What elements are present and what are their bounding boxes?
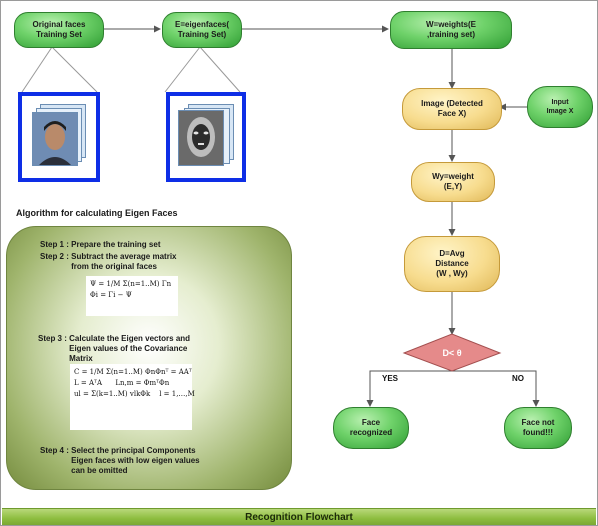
projection-line-left-2	[51, 46, 98, 93]
node-weights-text: W=weights(E ,training set)	[425, 20, 476, 39]
node-original-faces-text: Original faces Training Set	[32, 20, 86, 39]
node-eigenfaces-text: E=eigenfaces( Training Set)	[174, 20, 230, 39]
node-face-not-found-text: Face not found!!!	[521, 418, 555, 437]
projection-line-right-1	[164, 46, 201, 93]
decision-text: D< θ	[442, 348, 462, 358]
node-image-detected: Image (Detected Face X)	[402, 88, 502, 130]
arrow-decision-yes	[366, 370, 452, 407]
algorithm-step-4: Step 4 : Select the principal Components…	[40, 446, 200, 475]
face-photo	[32, 112, 78, 166]
node-distance: D=Avg Distance (W , Wy)	[404, 236, 500, 292]
edge-label-no: NO	[512, 374, 524, 383]
arrow-decision-no	[452, 370, 540, 407]
node-input-image-text: Input Image X	[546, 99, 574, 115]
eigenface-photo-stack	[166, 92, 246, 182]
node-distance-text: D=Avg Distance (W , Wy)	[435, 249, 469, 278]
eigenface-image	[178, 110, 224, 166]
node-face-recognized: Face recognized	[333, 407, 409, 449]
algorithm-step-2: Step 2 : Subtract the average matrix fro…	[40, 252, 177, 271]
node-weights: W=weights(E ,training set)	[390, 11, 512, 49]
node-original-faces: Original faces Training Set	[14, 12, 104, 48]
face-icon	[33, 113, 77, 165]
decision-label: D< θ	[426, 344, 478, 362]
figure-caption-banner: Recognition Flowchart	[2, 508, 596, 525]
algorithm-title: Algorithm for calculating Eigen Faces	[16, 208, 178, 218]
training-face-photo-stack	[18, 92, 100, 182]
decision-diamond	[402, 333, 502, 372]
eigenface-icon	[179, 111, 223, 165]
node-face-not-found: Face not found!!!	[504, 407, 572, 449]
projection-line-right-2	[199, 46, 241, 93]
node-face-recognized-text: Face recognized	[349, 418, 393, 437]
node-wy: Wy=weight (E,Y)	[411, 162, 495, 202]
node-input-image: Input Image X	[527, 86, 593, 128]
figure-caption-text: Recognition Flowchart	[245, 511, 353, 523]
formula-average-face: Ψ = 1/M Σ(n=1..M) Γn Φi = Γi − Ψ	[86, 276, 178, 316]
node-image-detected-text: Image (Detected Face X)	[421, 99, 483, 118]
algorithm-panel	[6, 226, 292, 490]
node-wy-text: Wy=weight (E,Y)	[432, 172, 474, 191]
edge-label-yes: YES	[382, 374, 399, 383]
algorithm-step-1: Step 1 : Prepare the training set	[40, 240, 161, 249]
formula-covariance: C = 1/M Σ(n=1..M) ΦnΦnᵀ = AAᵀ L = AᵀA Ln…	[70, 364, 195, 430]
projection-line-left-1	[21, 46, 53, 93]
node-eigenfaces: E=eigenfaces( Training Set)	[162, 12, 242, 48]
algorithm-step-3: Step 3 : Calculate the Eigen vectors and…	[38, 334, 191, 363]
